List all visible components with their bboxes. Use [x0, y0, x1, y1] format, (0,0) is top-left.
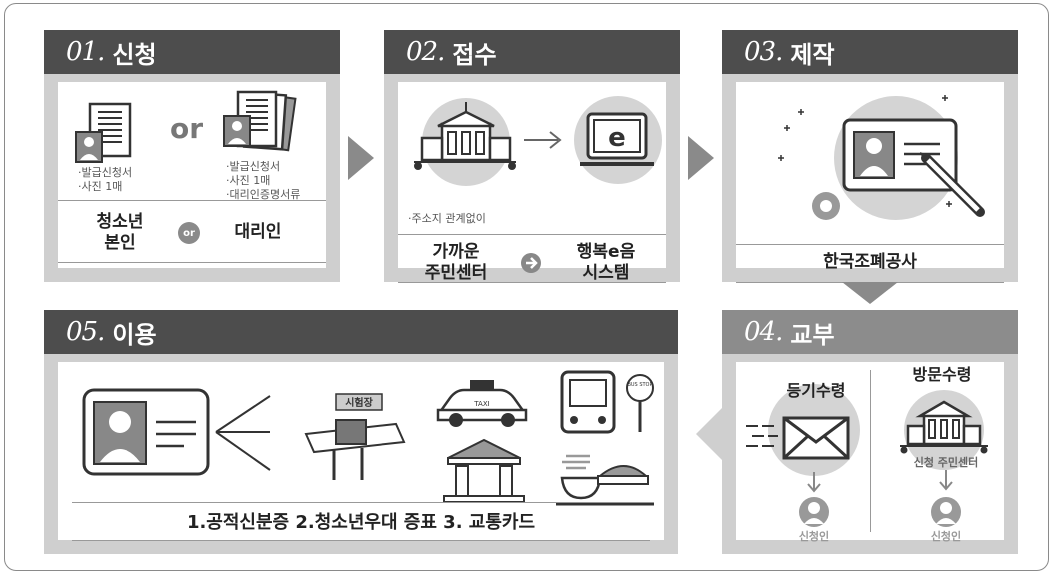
gear-icon [812, 192, 840, 220]
step4-right-title: 방문수령 [912, 365, 972, 384]
step3-label: 한국조폐공사 [823, 252, 917, 272]
step5-panel: 05. 이용 시험장 TAXI BU [44, 310, 678, 554]
step3-number: 03. [744, 37, 783, 67]
step5-header: 05. 이용 [44, 310, 678, 354]
step5-title: 이용 [112, 320, 157, 349]
step3-title: 제작 [790, 40, 835, 69]
step1-right-caption: ·발급신청서 ·사진 1매 ·대리인증명서류 [226, 160, 301, 201]
svg-text:e: e [608, 123, 626, 153]
bus-icon: BUS STOP [560, 370, 654, 434]
arrow-step4-to-step5 [696, 408, 722, 460]
taxi-icon: TAXI [436, 380, 528, 427]
document-icon [75, 102, 132, 163]
id-card-icon [778, 95, 985, 220]
arrow-step3-to-step4 [842, 282, 898, 304]
person-icon [931, 497, 961, 527]
arrow-right-icon [524, 131, 562, 149]
step1-divider-bottom [58, 262, 326, 263]
taxi-sign: TAXI [473, 400, 489, 408]
step4-body: 등기수령 방문수령 신청 주민센터 신청인 신청인 [736, 362, 1004, 543]
bank-icon [443, 438, 525, 503]
step2-divider-top [398, 234, 666, 235]
pen-icon [920, 152, 985, 217]
step2-body: e ·주소지 관계없이 가까운 주민센터 행복e음 시스템 [398, 82, 666, 283]
arrow-circle-icon [521, 253, 541, 273]
bus-stop-sign: BUS STOP [627, 382, 652, 388]
step1-number: 01. [66, 37, 105, 67]
step5-body: 시험장 TAXI BUS STOP [58, 362, 664, 541]
step2-left-label: 가까운 주민센터 [424, 242, 488, 283]
step1-title: 신청 [112, 40, 157, 69]
step4-title: 교부 [790, 320, 835, 349]
step4-left-title: 등기수령 [786, 381, 846, 400]
arrow-step1-to-step2 [348, 136, 374, 180]
building-icon-small [900, 390, 988, 470]
step4-person-right: 신청인 [930, 530, 962, 543]
step2-right-label: 행복e음 시스템 [576, 242, 636, 283]
step2-divider-bottom [398, 282, 666, 283]
id-card-large-icon [82, 388, 271, 476]
step1-or-badge: or [178, 222, 200, 244]
step4-person-left: 신청인 [798, 530, 830, 543]
down-arrow-left-icon [807, 472, 821, 493]
step5-divider-bottom [72, 540, 650, 541]
step1-left-label: 청소년 본인 [96, 212, 144, 253]
step2-header: 02. 접수 [384, 30, 680, 74]
step3-header: 03. 제작 [722, 30, 1018, 74]
arrow-step2-to-step3 [688, 136, 714, 180]
step5-divider-top [72, 502, 650, 503]
step1-body: or ·발급신청서 ·사진 1매 ·발급신청서 ·사진 1매 ·대리인증명서류 … [58, 82, 326, 268]
step5-number: 05. [66, 317, 105, 347]
step4-right-sub: 신청 주민센터 [913, 456, 979, 469]
step2-note: ·주소지 관계없이 [408, 212, 486, 225]
step3-panel: 03. 제작 한국조폐공사 [722, 30, 1018, 283]
step1-right-label: 대리인 [234, 222, 282, 242]
step2-panel: 02. 접수 e ·주소지 관계없이 [384, 30, 680, 283]
exam-sign: 시험장 [345, 396, 373, 409]
food-icon [556, 454, 654, 506]
person-icon [799, 497, 829, 527]
building-icon [414, 98, 516, 186]
step3-body: 한국조폐공사 [736, 82, 1004, 283]
step4-separator [870, 370, 871, 532]
exam-desk-icon: 시험장 [304, 393, 406, 480]
step1-panel: 01. 신청 or ·발급신청서 ·사진 1매 ·발급신청서 ·사진 1매 ·대… [44, 30, 340, 282]
step4-header: 04. 교부 [722, 310, 1018, 354]
computer-icon: e [574, 96, 662, 184]
step4-panel: 04. 교부 등기수령 방문수령 신청 주민센터 신청인 신청인 [722, 310, 1018, 554]
documents-stack-icon [223, 90, 297, 152]
down-arrow-right-icon [939, 470, 953, 491]
step1-divider-top [58, 200, 326, 201]
step5-caption: 1.공적신분증 2.청소년우대 증표 3. 교통카드 [186, 512, 536, 533]
step3-divider-top [736, 244, 1004, 245]
step2-title: 접수 [452, 40, 497, 69]
or-text: or [170, 112, 204, 145]
step4-number: 04. [744, 317, 783, 347]
step1-header: 01. 신청 [44, 30, 340, 74]
step2-number: 02. [406, 37, 445, 67]
step1-left-caption: ·발급신청서 ·사진 1매 [78, 166, 133, 193]
envelope-icon [746, 384, 860, 476]
